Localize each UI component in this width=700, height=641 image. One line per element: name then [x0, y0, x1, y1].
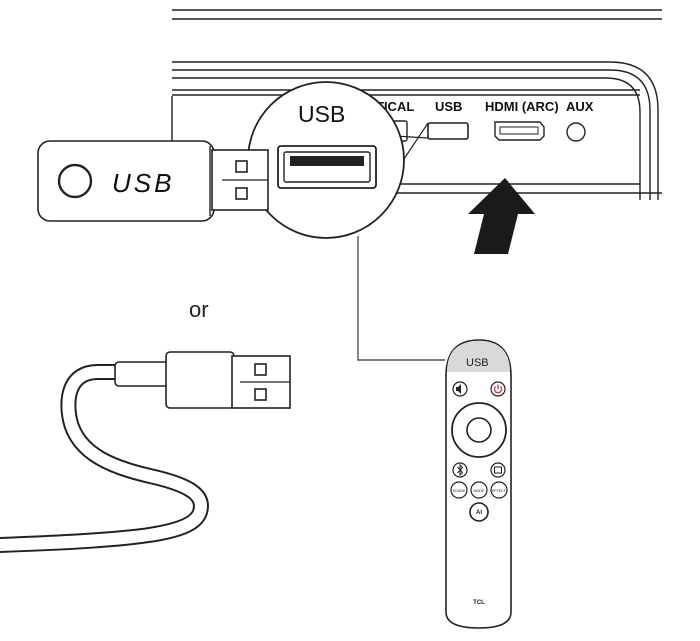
soundbar — [171, 9, 662, 200]
zoom-usb-label: USB — [298, 101, 345, 127]
ok-button[interactable] — [466, 417, 492, 443]
ai-button-label: AI — [476, 510, 482, 516]
sound-button-label: SOUND — [453, 489, 466, 493]
effect-button[interactable] — [490, 481, 508, 499]
aux-port — [566, 122, 586, 142]
effect-button-label: EFFECT — [492, 489, 507, 493]
mute-icon — [456, 384, 461, 394]
keyring-hole-icon — [57, 163, 93, 199]
remote-brand: TCL — [473, 600, 485, 606]
port-label-usb: USB — [435, 99, 462, 114]
usb-port — [427, 122, 469, 140]
arrow-up-icon — [468, 178, 535, 254]
callout-leader-line — [357, 236, 445, 361]
mode-button[interactable] — [470, 481, 488, 499]
hdmi-port — [494, 121, 545, 141]
bluetooth-icon — [457, 463, 464, 477]
port-label-hdmi: HDMI (ARC) — [485, 99, 559, 114]
input-icon — [494, 466, 502, 474]
usb-cable — [0, 351, 291, 553]
ai-button[interactable] — [469, 502, 489, 522]
or-label: or — [189, 297, 209, 322]
remote-usb-label: USB — [466, 357, 489, 369]
remote-control: USB SOUND MODE EFFECT AI TCL — [445, 339, 512, 629]
port-label-aux: AUX — [566, 99, 594, 114]
power-icon — [493, 384, 503, 394]
sound-button[interactable] — [450, 481, 468, 499]
input-button[interactable] — [490, 462, 506, 478]
usb-stick-label: USB — [112, 168, 174, 198]
usb-zoom-callout: USB — [247, 81, 429, 239]
usb-flash-drive: USB — [37, 140, 269, 222]
mode-button-label: MODE — [474, 489, 485, 493]
